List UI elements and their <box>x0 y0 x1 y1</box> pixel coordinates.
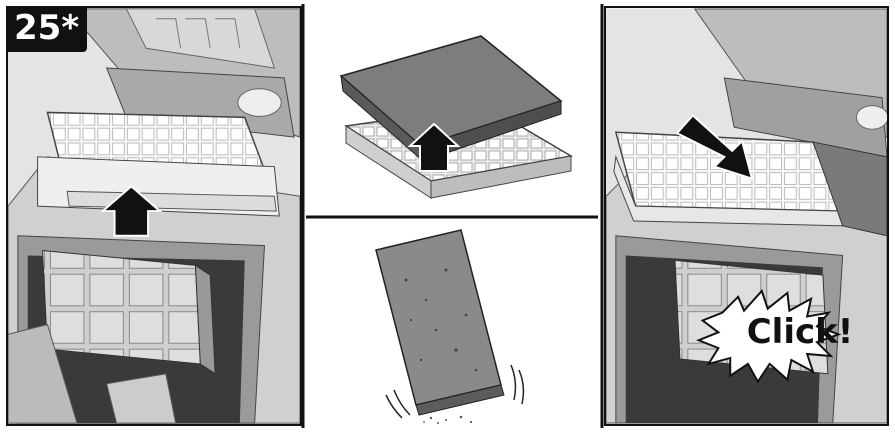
panel-reinsert-filter <box>604 6 889 426</box>
foam-filter-separation-illustration <box>306 6 598 214</box>
vacuum-reinsert-illustration <box>606 8 887 424</box>
panel-lift-foam-filter <box>306 6 598 214</box>
panel-tap-out-filter <box>306 220 598 426</box>
step-number-badge: 25* <box>6 6 87 52</box>
click-callout-text: Click! <box>735 312 865 352</box>
tapping-foam-filter-illustration <box>306 220 598 426</box>
panel-remove-filter <box>6 6 302 426</box>
vacuum-open-lid-illustration <box>8 8 300 424</box>
